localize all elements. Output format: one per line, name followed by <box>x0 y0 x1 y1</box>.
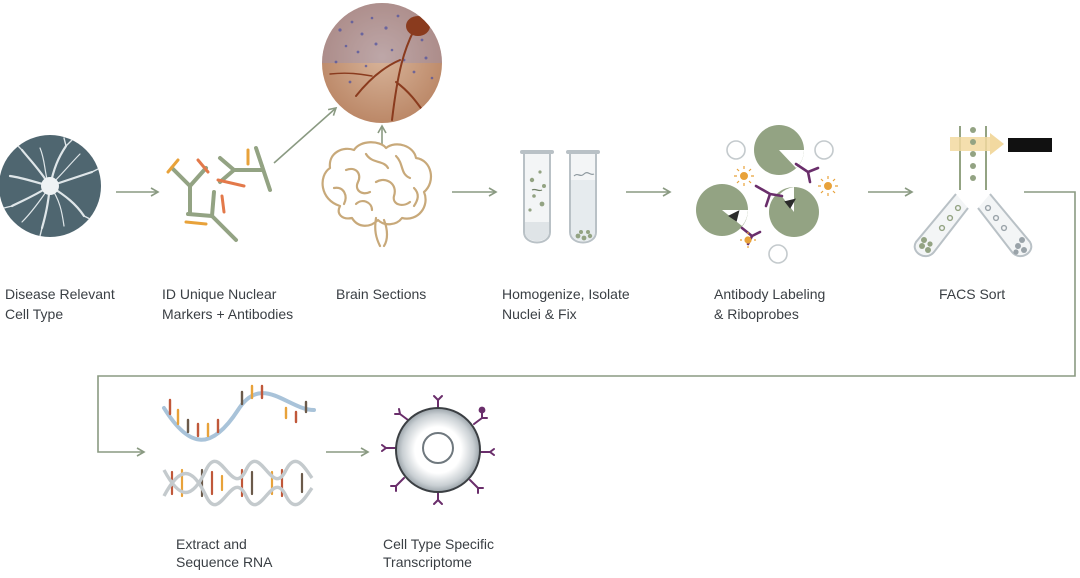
antibody-icon <box>166 146 272 242</box>
label-labeling: Antibody Labeling & Riboprobes <box>714 284 825 324</box>
nucleus-icon <box>381 395 495 505</box>
label-facs-sort-line1: FACS Sort <box>939 286 1006 302</box>
label-transcriptome-line1: Cell Type Specific <box>383 536 495 552</box>
tissue-section-icon <box>322 3 442 123</box>
dna-helix-icon <box>162 459 314 507</box>
label-cell-type-line2: Cell Type <box>5 306 64 322</box>
neuron-icon <box>0 135 101 237</box>
label-homogenize-line1: Homogenize, Isolate <box>502 286 630 302</box>
label-brain-sections: Brain Sections <box>336 284 426 304</box>
label-cell-type-line1: Disease Relevant <box>5 286 115 302</box>
label-markers-line1: ID Unique Nuclear <box>162 286 277 302</box>
label-markers-line2: Markers + Antibodies <box>162 306 294 322</box>
arrow-facs-to-sequence <box>97 191 1076 457</box>
label-homogenize-line2: Nuclei & Fix <box>502 306 577 322</box>
label-transcriptome: Cell Type Specific Transcriptome <box>383 535 494 571</box>
rna-strand-icon <box>162 384 316 442</box>
label-sequence-line2: Sequence RNA <box>176 554 273 570</box>
label-homogenize: Homogenize, Isolate Nuclei & Fix <box>502 284 630 324</box>
label-markers: ID Unique Nuclear Markers + Antibodies <box>162 284 293 324</box>
label-labeling-line1: Antibody Labeling <box>714 286 826 302</box>
test-tube-icon <box>520 150 600 244</box>
brain-icon <box>321 141 433 248</box>
arrow-markers-to-stain <box>273 106 338 164</box>
label-brain-sections-line1: Brain Sections <box>336 286 427 302</box>
label-sequence-line1: Extract and <box>176 536 247 552</box>
label-transcriptome-line2: Transcriptome <box>383 554 472 570</box>
bead-icon <box>696 125 838 264</box>
label-sequence: Extract and Sequence RNA <box>176 535 273 571</box>
flow-arrows <box>97 106 1076 457</box>
label-facs-sort: FACS Sort <box>939 284 1005 304</box>
facs-sorter-icon <box>913 126 1052 258</box>
label-labeling-line2: & Riboprobes <box>714 306 799 322</box>
label-cell-type: Disease Relevant Cell Type <box>5 284 115 324</box>
